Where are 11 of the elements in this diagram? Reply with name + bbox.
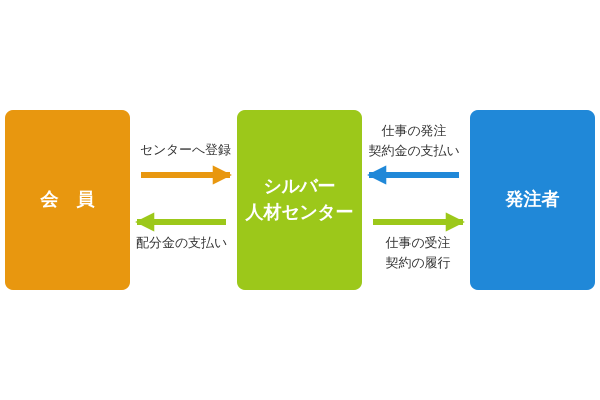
arrow xyxy=(135,212,226,232)
edge-label: 配分金の支払い xyxy=(136,235,227,253)
edge-label: 仕事の発注契約金の支払い xyxy=(368,123,460,160)
member-box: 会 員 xyxy=(5,110,130,290)
client-box: 発注者 xyxy=(470,110,595,290)
edge-label: 仕事の受注契約の履行 xyxy=(386,235,450,272)
center-box: シルバー人材センター xyxy=(237,110,362,290)
arrow xyxy=(373,212,465,232)
arrow xyxy=(141,165,232,185)
arrow xyxy=(367,165,459,185)
edge-label: センターへ登録 xyxy=(140,142,231,160)
